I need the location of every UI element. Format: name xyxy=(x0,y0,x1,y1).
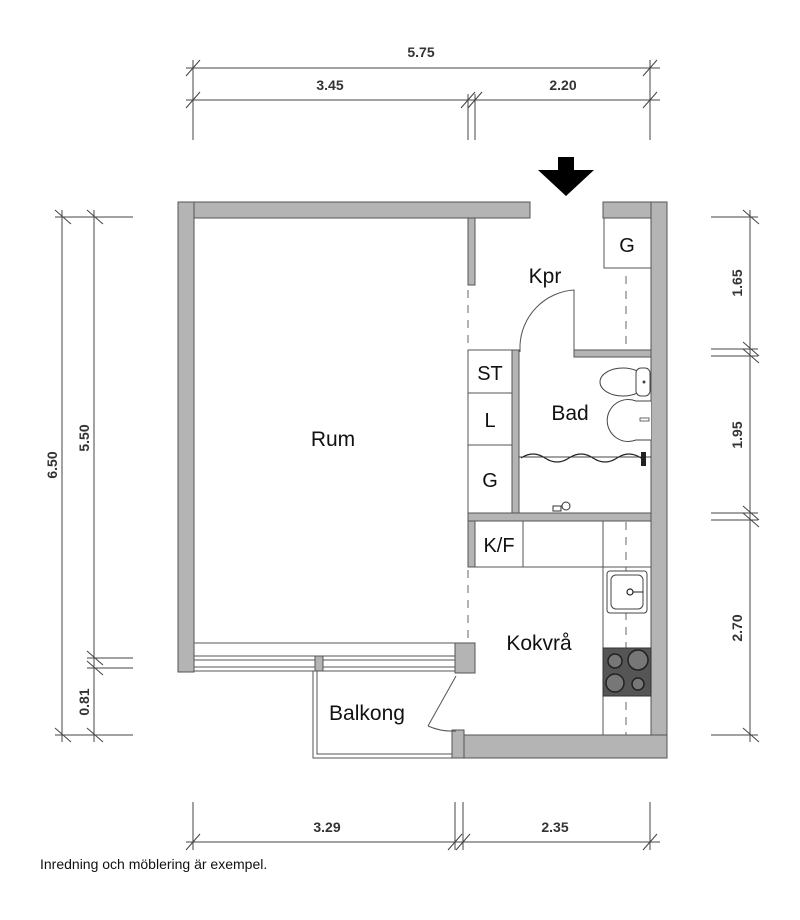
toilet-icon xyxy=(599,367,651,397)
bathroom-fixtures xyxy=(519,367,651,512)
storage-label-st: ST xyxy=(477,363,503,385)
dim-left-main: 5.50 xyxy=(76,424,92,451)
dim-top-total: 5.75 xyxy=(407,44,434,60)
dim-left-balcony: 0.81 xyxy=(76,688,92,715)
dim-right-top: 1.65 xyxy=(729,269,745,296)
storage-label-kf: K/F xyxy=(483,535,514,557)
kitchen-fixtures xyxy=(602,570,652,697)
dim-left-total: 6.50 xyxy=(44,451,60,478)
shower-head-icon xyxy=(552,501,571,512)
shower-curtain-icon xyxy=(519,452,651,466)
dim-bottom-left: 3.29 xyxy=(313,819,340,835)
dim-right-bottom: 2.70 xyxy=(729,614,745,641)
dim-top-left: 3.45 xyxy=(316,77,343,93)
footer-note: Inredning och möblering är exempel. xyxy=(40,856,268,872)
dim-right-middle: 1.95 xyxy=(729,421,745,448)
left-dimensions: 6.50 5.50 0.81 xyxy=(44,209,133,743)
balcony xyxy=(193,655,457,759)
top-dimensions: 5.75 3.45 2.20 xyxy=(185,44,660,140)
room-label-kokvra: Kokvrå xyxy=(506,632,572,655)
room-labels: Rum Kpr Bad Kokvrå Balkong G ST L G K/F xyxy=(311,235,635,725)
right-dimensions: 1.65 1.95 2.70 xyxy=(711,209,760,743)
storage-label-l: L xyxy=(484,410,495,432)
stove-icon xyxy=(602,647,652,697)
room-label-bad: Bad xyxy=(551,402,588,425)
bottom-dimensions: 3.29 2.35 xyxy=(185,802,660,851)
walls xyxy=(177,201,668,759)
entrance-arrow-icon xyxy=(538,157,594,196)
room-label-kpr: Kpr xyxy=(529,265,562,288)
dim-top-right: 2.20 xyxy=(549,77,576,93)
storage-label-g-top: G xyxy=(619,235,635,257)
interior-lines xyxy=(194,217,652,735)
kitchen-sink-icon xyxy=(606,570,648,614)
storage-label-g-mid: G xyxy=(482,470,498,492)
room-label-balkong: Balkong xyxy=(329,702,405,725)
sink-icon xyxy=(606,399,651,442)
room-label-rum: Rum xyxy=(311,428,355,451)
dim-bottom-right: 2.35 xyxy=(541,819,568,835)
